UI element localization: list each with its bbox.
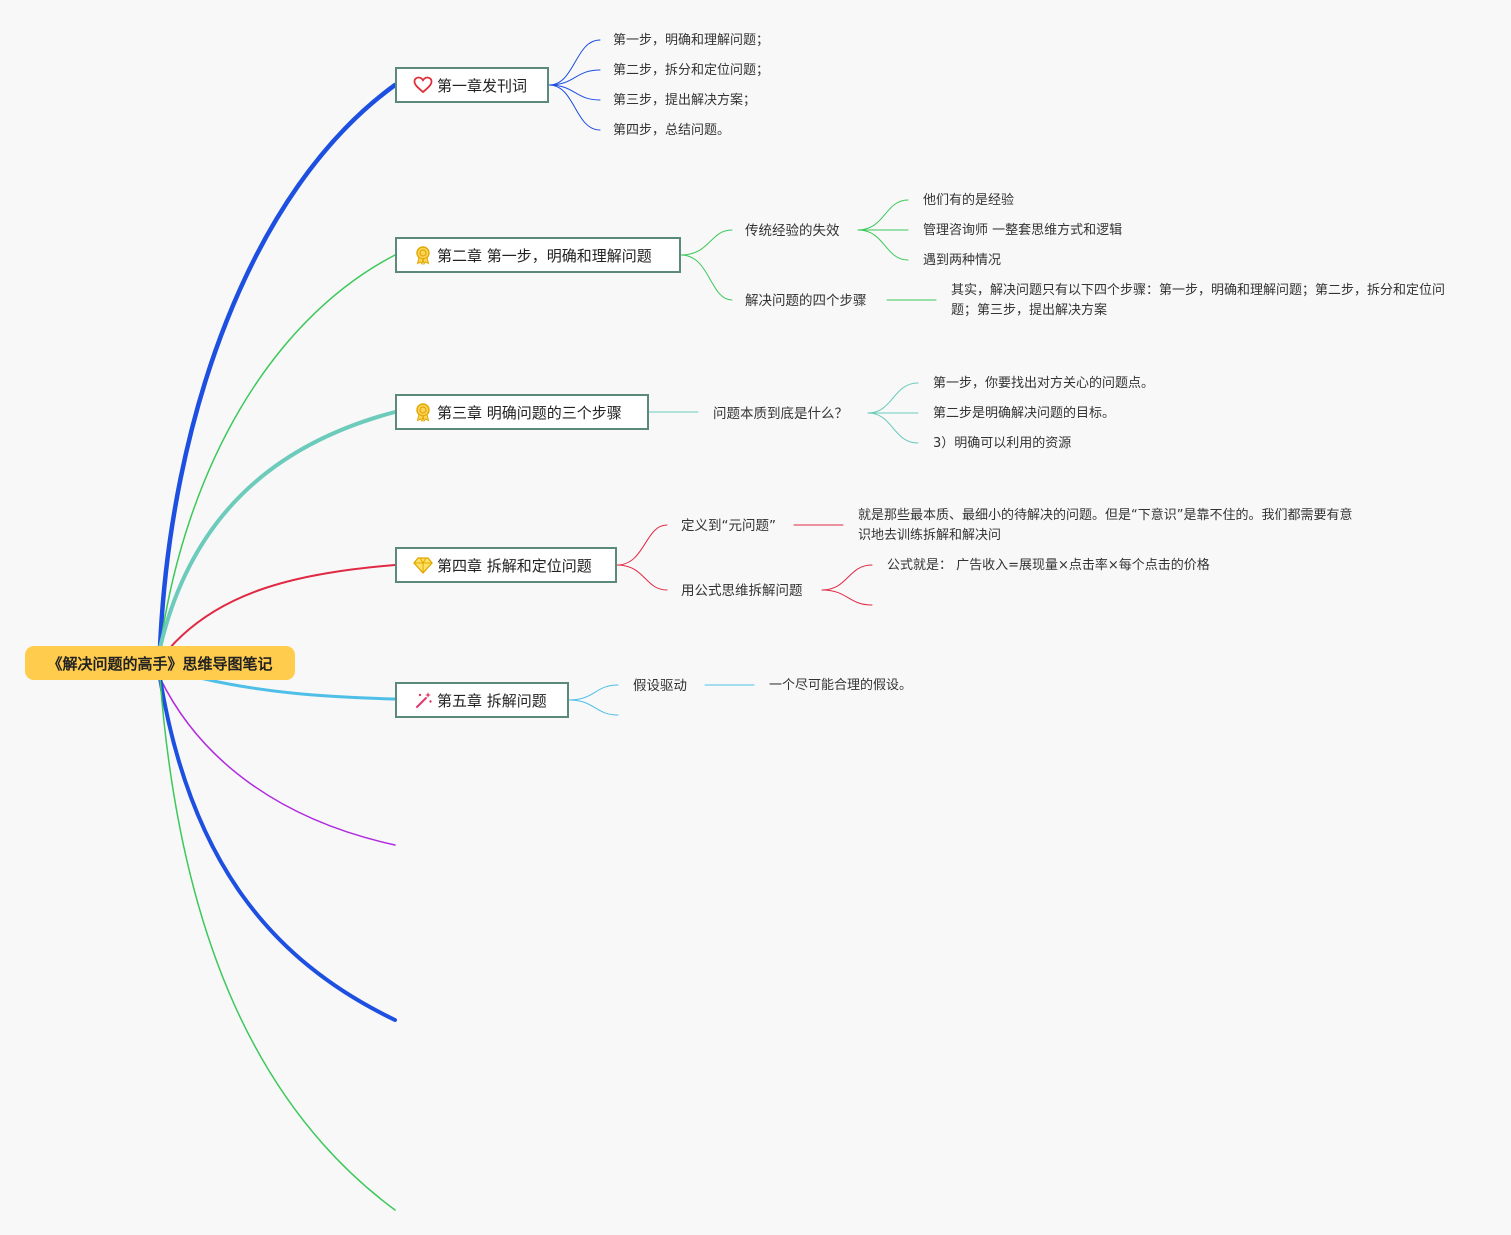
ch4-t2-leaf-connector-2 [821, 589, 873, 606]
ch2-topic-2-connector [680, 254, 733, 301]
ch2-t1-leaf-connector-3 [857, 229, 909, 261]
ch5-topic-connector-1 [568, 684, 619, 701]
chapter-1-node[interactable]: 第一章发刊词 [395, 67, 549, 103]
root-title: 《解决问题的高手》思维导图笔记 [47, 654, 273, 673]
award-icon [416, 403, 430, 422]
diamond-icon [413, 557, 433, 574]
ch1-leaf-connector-4 [548, 84, 601, 131]
chapter-1-title: 第一章发刊词 [437, 76, 528, 95]
ch3-leaf-connector-1 [867, 382, 919, 414]
ch4-t2-leaf-connector-1 [821, 564, 873, 591]
ch4-topic-2[interactable]: 用公式思维拆解问题 [681, 583, 803, 599]
ch2-topic-1[interactable]: 传统经验的失效 [745, 223, 840, 239]
ch2-t2-leaf-1: 其实，解决问题只有以下四个步骤：第一步，明确和理解问题；第二步，拆分和定位问题；… [951, 283, 1446, 318]
branch-chapter-1 [157, 82, 398, 651]
heart-icon [413, 76, 433, 94]
chapter-2-title: 第二章 第一步，明确和理解问题 [437, 246, 652, 265]
branch-empty-2 [158, 676, 397, 1022]
ch1-leaf-1: 第一步，明确和理解问题； [613, 33, 770, 48]
ch1-leaf-connector-1 [548, 39, 601, 86]
branch-empty-1 [159, 677, 396, 846]
branch-empty-3 [159, 677, 396, 1211]
branch-chapter-2 [159, 254, 396, 649]
ch4-t1-leaf-1: 就是那些最本质、最细小的待解决的问题。但是“下意识”是靠不住的。我们都需要有意识… [858, 508, 1353, 543]
ch1-leaf-4: 第四步，总结问题。 [613, 123, 731, 138]
ch1-leaf-connector-2 [548, 69, 601, 86]
ch2-t1-leaf-3: 遇到两种情况 [923, 253, 1002, 268]
branch-chapter-5 [198, 676, 397, 701]
ch2-t1-leaf-2: 管理咨询师 一整套思维方式和逻辑 [923, 223, 1123, 238]
ch3-t1-leaf-2: 第二步是明确解决问题的目标。 [933, 406, 1116, 421]
ch4-topic-1[interactable]: 定义到“元问题” [681, 518, 776, 534]
ch1-leaf-connector-3 [548, 84, 601, 101]
branch-chapter-3 [158, 410, 397, 650]
ch5-t1-leaf-1: 一个尽可能合理的假设。 [769, 678, 913, 693]
chapter-4-title: 第四章 拆解和定位问题 [437, 556, 592, 575]
root-node[interactable]: 《解决问题的高手》思维导图笔记 [25, 646, 295, 680]
chapter-3-title: 第三章 明确问题的三个步骤 [437, 403, 622, 422]
chapter-2-node[interactable]: 第二章 第一步，明确和理解问题 [395, 237, 681, 273]
branch-chapter-4 [167, 564, 396, 651]
ch2-topic-2[interactable]: 解决问题的四个步骤 [745, 293, 867, 309]
ch4-topic-1-connector [616, 524, 668, 566]
ch2-topic-1-connector [680, 229, 733, 256]
ch5-topic-connector-2 [568, 699, 619, 716]
ch3-leaf-connector-3 [867, 412, 919, 444]
ch2-t1-leaf-1: 他们有的是经验 [923, 193, 1015, 208]
chapter-5-title: 第五章 拆解问题 [437, 691, 547, 710]
ch3-t1-leaf-1: 第一步，你要找出对方关心的问题点。 [933, 376, 1155, 391]
ch3-t1-leaf-3: 3）明确可以利用的资源 [933, 436, 1072, 451]
ch3-topic-1[interactable]: 问题本质到底是什么？ [713, 406, 848, 422]
ch1-leaf-2: 第二步，拆分和定位问题； [613, 63, 770, 78]
award-icon [416, 246, 430, 265]
chapter-4-node[interactable]: 第四章 拆解和定位问题 [395, 547, 617, 583]
ch1-leaf-3: 第三步，提出解决方案； [613, 93, 757, 108]
chapter-3-node[interactable]: 第三章 明确问题的三个步骤 [395, 394, 649, 430]
ch2-t1-leaf-connector-1 [857, 199, 909, 231]
chapter-5-node[interactable]: 第五章 拆解问题 [395, 682, 569, 718]
ch5-topic-1[interactable]: 假设驱动 [633, 678, 687, 694]
magic-wand-icon [416, 692, 432, 708]
ch4-t2-leaf-1: 公式就是： 广告收入=展现量×点击率×每个点击的价格 [887, 558, 1210, 573]
ch4-topic-2-connector [616, 564, 668, 591]
